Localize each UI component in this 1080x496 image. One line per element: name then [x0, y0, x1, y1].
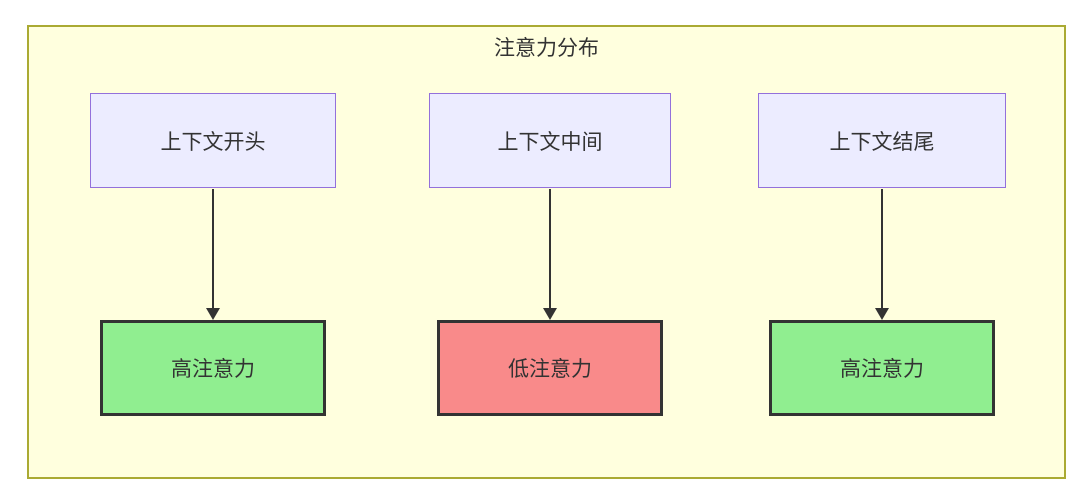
- node-low-attention: 低注意力: [437, 320, 663, 416]
- arrow-line: [549, 189, 551, 309]
- diagram-title: 注意力分布: [494, 37, 599, 60]
- arrow-head-icon: [543, 308, 557, 320]
- arrow-head-icon: [875, 308, 889, 320]
- arrow-line: [881, 189, 883, 309]
- arrow-line: [212, 189, 214, 309]
- arrow-head-icon: [206, 308, 220, 320]
- node-context-end: 上下文结尾: [758, 93, 1006, 188]
- node-high-attention-1: 高注意力: [100, 320, 326, 416]
- arrow-context-start-to-result: [206, 189, 220, 320]
- node-context-middle: 上下文中间: [429, 93, 671, 188]
- node-context-start: 上下文开头: [90, 93, 336, 188]
- arrow-context-middle-to-result: [543, 189, 557, 320]
- node-high-attention-2: 高注意力: [769, 320, 995, 416]
- arrow-context-end-to-result: [875, 189, 889, 320]
